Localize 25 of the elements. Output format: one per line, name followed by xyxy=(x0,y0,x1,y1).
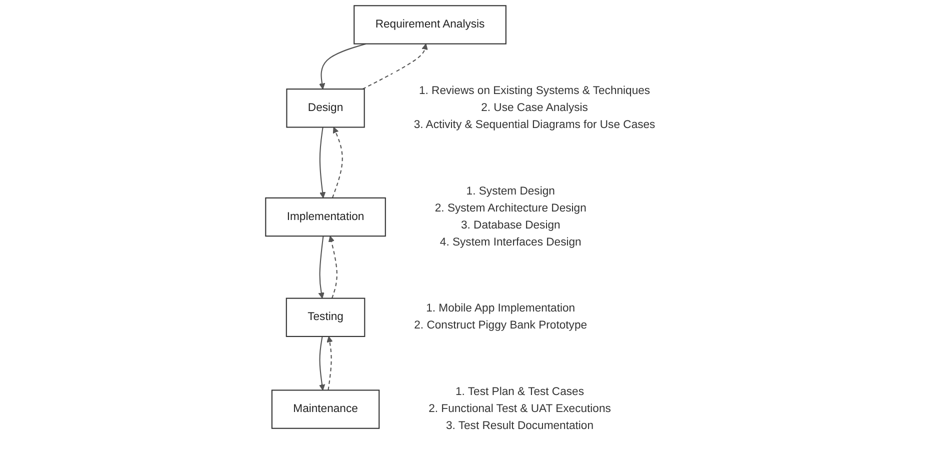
arrow xyxy=(328,236,338,298)
node-label: 3. Activity & Sequential Diagrams for Use Cases xyxy=(414,118,656,131)
node-box: Maintenance xyxy=(272,390,380,429)
node-box: Requirement Analysis xyxy=(354,5,507,44)
node-box: Implementation xyxy=(266,197,386,237)
arrow xyxy=(320,127,326,198)
node-label: 4. System Interfaces Design xyxy=(440,236,582,248)
node-label: 2. Construct Piggy Bank Prototype xyxy=(414,320,588,332)
node-label: 1. Reviews on Existing Systems & Techniques xyxy=(419,84,651,97)
node-label: 3. Test Result Documentation xyxy=(446,420,594,432)
node-box: Design xyxy=(286,88,366,128)
arrow xyxy=(319,43,367,90)
arrow xyxy=(327,336,334,390)
node-label: 2. Functional Test & UAT Executions xyxy=(429,402,612,415)
arrow xyxy=(362,44,428,90)
node-label: 3. Database Design xyxy=(461,219,561,232)
node-label: 2. System Architecture Design xyxy=(435,202,587,214)
node-label: 1. System Design xyxy=(466,185,556,198)
arrow xyxy=(319,336,326,390)
node-label: 2. Use Case Analysis xyxy=(482,102,588,114)
node-label: 1. Test Plan & Test Cases xyxy=(456,386,584,398)
node-box: Testing xyxy=(286,298,366,337)
arrow xyxy=(318,236,325,299)
node-label: 1. Mobile App Implementation xyxy=(426,302,576,315)
arrow xyxy=(332,126,344,198)
